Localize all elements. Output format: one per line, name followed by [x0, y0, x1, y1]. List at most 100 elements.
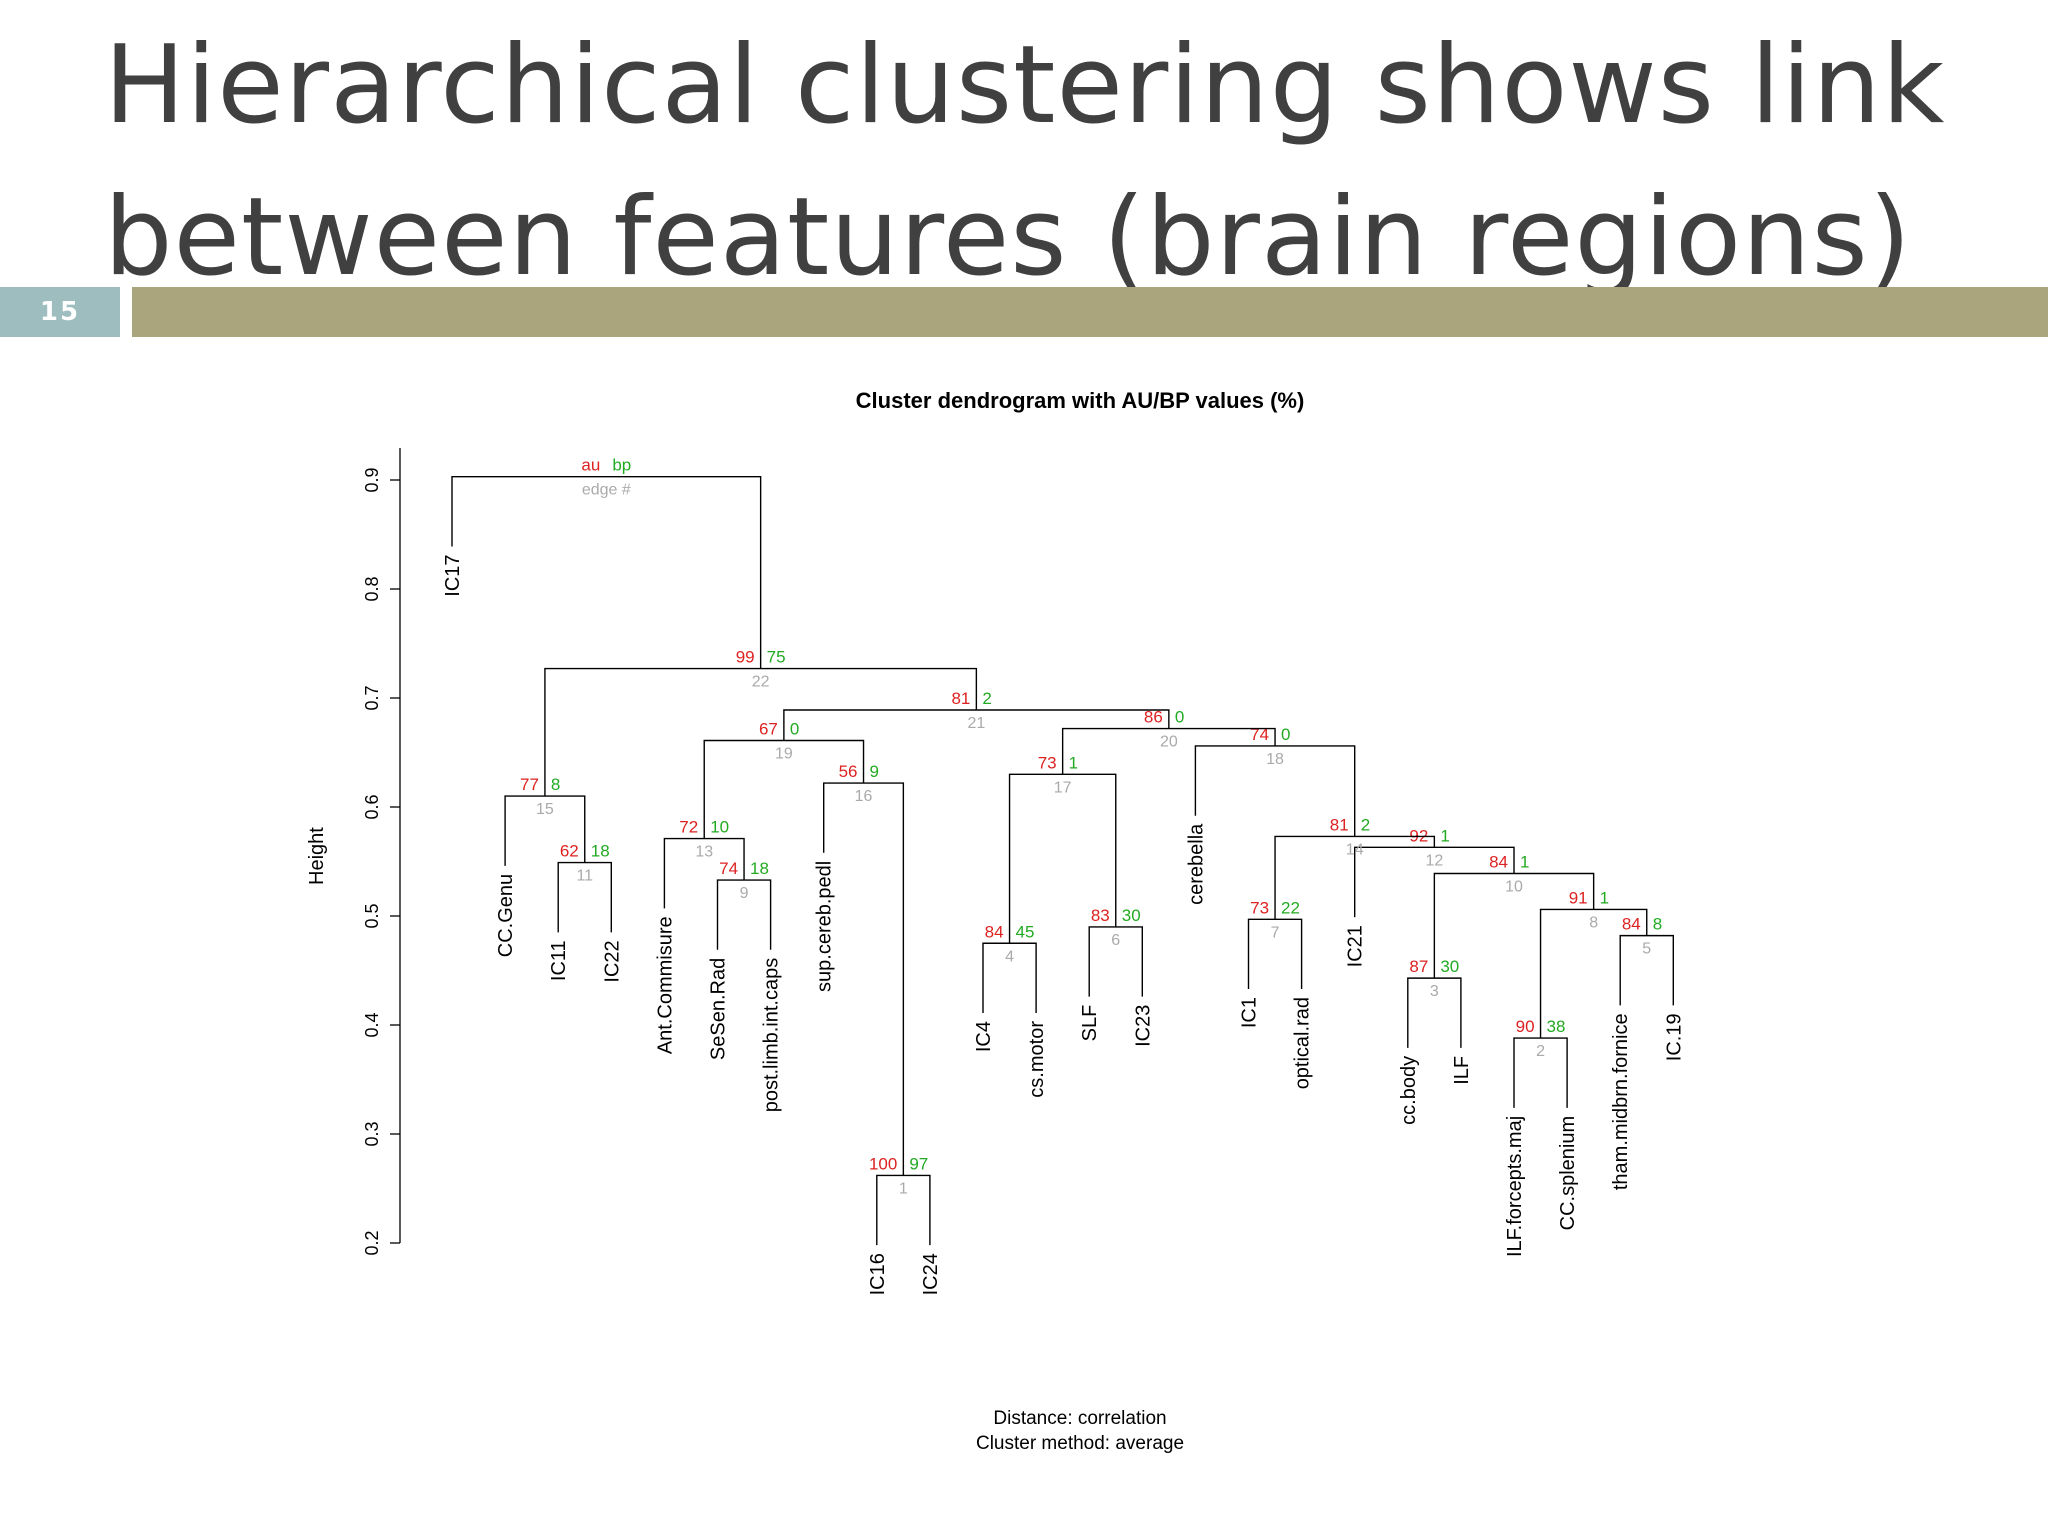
- bp-value: 1: [1440, 826, 1449, 845]
- au-value: 72: [679, 818, 698, 837]
- y-tick-label: 0.6: [362, 794, 382, 819]
- edge-number: 10: [1505, 878, 1523, 895]
- edge-number: 20: [1160, 734, 1178, 751]
- leaf-label: IC11: [548, 940, 570, 981]
- bp-value: 97: [909, 1154, 928, 1173]
- leaf-label: CC.splenium: [1557, 1116, 1579, 1230]
- bp-value: 10: [710, 818, 729, 837]
- bp-value: 8: [551, 775, 560, 794]
- y-tick-label: 0.7: [362, 685, 382, 710]
- bp-value: bp: [612, 456, 631, 475]
- bp-value: 38: [1547, 1017, 1566, 1036]
- leaf-label: sup.cereb.pedl: [814, 861, 836, 992]
- leaf-label: IC23: [1132, 1005, 1154, 1047]
- slide-number: 15: [0, 287, 120, 337]
- leaf-label: ILF: [1451, 1056, 1473, 1085]
- bp-value: 1: [1069, 753, 1078, 772]
- au-value: 90: [1516, 1017, 1535, 1036]
- edge-number: 8: [1589, 914, 1598, 931]
- au-value: 87: [1409, 957, 1428, 976]
- y-tick-label: 0.9: [362, 467, 382, 492]
- edge-number: 13: [695, 844, 713, 861]
- bp-value: 2: [1361, 815, 1370, 834]
- edge-number: 19: [775, 746, 793, 763]
- edge-number: 14: [1346, 841, 1364, 858]
- leaf-label: SLF: [1079, 1005, 1101, 1042]
- edge-number: 21: [967, 715, 985, 732]
- leaf-label: CC.Genu: [495, 874, 517, 957]
- edge-number: 2: [1536, 1043, 1545, 1060]
- edge-number: 5: [1642, 941, 1651, 958]
- y-tick-label: 0.4: [362, 1012, 382, 1037]
- edge-number: 18: [1266, 751, 1284, 768]
- leaf-label: IC21: [1345, 925, 1367, 967]
- bp-value: 0: [790, 720, 799, 739]
- leaf-label: Ant.Commisure: [654, 916, 676, 1054]
- leaf-label: IC1: [1239, 997, 1261, 1028]
- leaf-label: IC24: [920, 1253, 942, 1295]
- au-value: 84: [1489, 852, 1508, 871]
- au-value: 84: [1622, 915, 1641, 934]
- leaf-label: IC17: [442, 554, 464, 596]
- au-value: 74: [1250, 725, 1269, 744]
- slide-title-line-1: Hierarchical clustering shows link: [104, 23, 1946, 148]
- edge-number: 6: [1111, 932, 1120, 949]
- leaf-label: cs.motor: [1026, 1021, 1048, 1098]
- edge-number: 22: [752, 674, 770, 691]
- au-value: 73: [1250, 898, 1269, 917]
- au-value: 62: [560, 842, 579, 861]
- edge-number: 11: [576, 868, 593, 885]
- leaf-label: IC.19: [1663, 1013, 1685, 1061]
- leaf-label: tham.midbrn.fornice: [1610, 1013, 1632, 1190]
- edge-number: edge #: [582, 482, 631, 499]
- au-value: 74: [719, 859, 738, 878]
- leaf-label: optical.rad: [1292, 997, 1314, 1089]
- edge-number: 17: [1054, 779, 1072, 796]
- edge-number: 12: [1425, 852, 1443, 869]
- y-tick-label: 0.3: [362, 1121, 382, 1146]
- au-value: 91: [1569, 888, 1588, 907]
- slide-title: Hierarchical clustering shows link betwe…: [104, 10, 2004, 314]
- au-value: 86: [1144, 708, 1163, 727]
- au-value: 81: [951, 689, 970, 708]
- leaf-label: cc.body: [1398, 1056, 1420, 1125]
- edge-number: 3: [1430, 983, 1439, 1000]
- leaf-label: SeSen.Rad: [708, 958, 730, 1060]
- edge-number: 7: [1271, 924, 1280, 941]
- edge-number: 16: [855, 788, 873, 805]
- y-tick-label: 0.8: [362, 576, 382, 601]
- bp-value: 0: [1175, 708, 1184, 727]
- bp-value: 75: [767, 648, 786, 667]
- bp-value: 1: [1600, 888, 1609, 907]
- distance-note: Distance: correlation: [993, 1408, 1166, 1429]
- bp-value: 30: [1122, 906, 1141, 925]
- au-value: 56: [839, 762, 858, 781]
- y-tick-label: 0.2: [362, 1230, 382, 1255]
- bp-value: 9: [870, 762, 879, 781]
- y-tick-label: 0.5: [362, 903, 382, 928]
- edge-number: 9: [740, 885, 749, 902]
- bp-value: 2: [982, 689, 991, 708]
- bp-value: 45: [1016, 922, 1035, 941]
- au-value: 73: [1038, 753, 1057, 772]
- chart-title: Cluster dendrogram with AU/BP values (%): [856, 388, 1305, 413]
- au-value: 67: [759, 720, 778, 739]
- bp-value: 18: [591, 842, 610, 861]
- au-value: au: [581, 456, 600, 475]
- leaf-label: ILF.forcepts.maj: [1504, 1116, 1526, 1257]
- dendrogram-branch: [451, 476, 762, 669]
- au-value: 81: [1330, 815, 1349, 834]
- leaf-label: IC22: [601, 940, 623, 982]
- edge-number: 1: [899, 1180, 908, 1197]
- leaf-label: IC16: [867, 1253, 889, 1295]
- bp-value: 0: [1281, 725, 1290, 744]
- edge-number: 15: [536, 801, 554, 818]
- slide-title-line-2: between features (brain regions): [104, 175, 1912, 300]
- bp-value: 30: [1440, 957, 1459, 976]
- leaf-label: post.limb.int.caps: [761, 958, 783, 1113]
- leaf-label: IC4: [973, 1021, 995, 1052]
- au-value: 99: [736, 648, 755, 667]
- cluster-method-note: Cluster method: average: [976, 1433, 1184, 1454]
- au-value: 100: [869, 1154, 897, 1173]
- title-bar: [132, 287, 2048, 337]
